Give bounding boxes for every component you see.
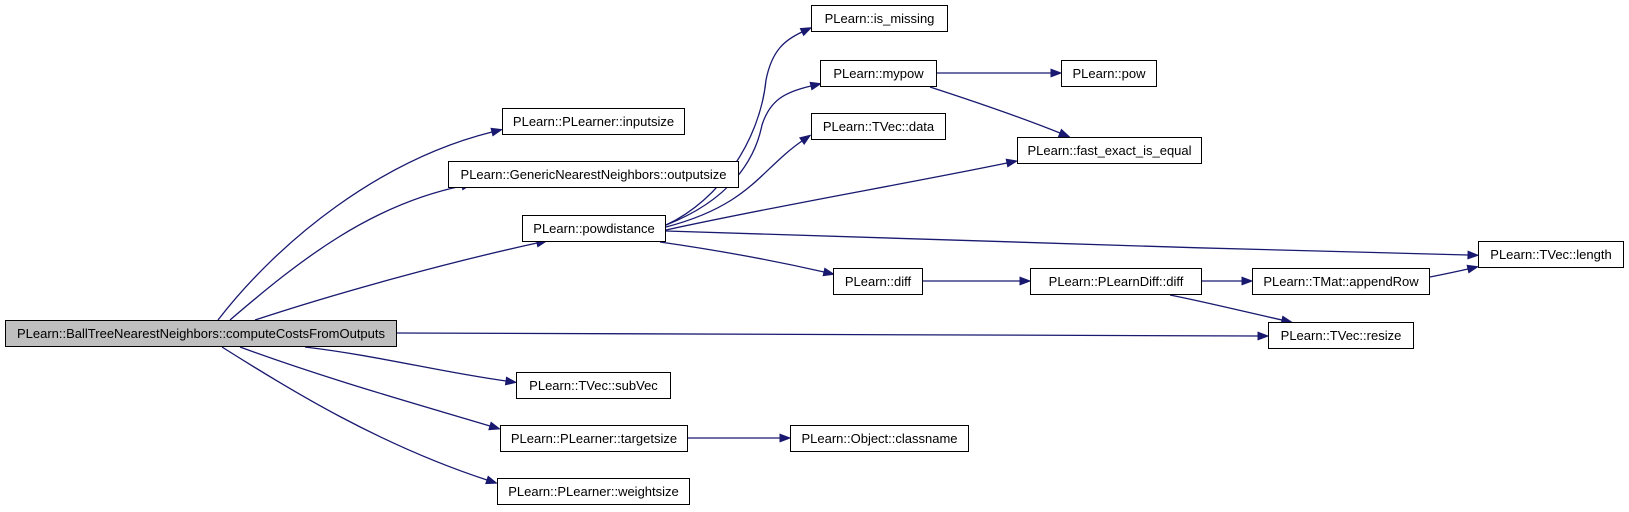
node-inputsize[interactable]: PLearn::PLearner::inputsize <box>502 108 685 135</box>
edge-root-to-powdistance <box>254 242 538 321</box>
arrowhead-diff-to-plearndiff <box>1019 276 1032 286</box>
node-object-classname[interactable]: PLearn::Object::classname <box>790 425 969 452</box>
edge-root-to-weightsize <box>221 346 488 481</box>
arrowhead-targetsize-to-classname <box>779 433 792 443</box>
node-tvec-resize[interactable]: PLearn::TVec::resize <box>1268 322 1414 349</box>
node-subvec[interactable]: PLearn::TVec::subVec <box>516 372 671 399</box>
node-tvec-data[interactable]: PLearn::TVec::data <box>811 113 946 140</box>
edge-powdistance-to-is_missing <box>665 31 803 226</box>
node-targetsize[interactable]: PLearn::PLearner::targetsize <box>500 425 688 452</box>
arrowhead-root-to-targetsize <box>488 421 501 431</box>
edge-plearndiff-to-resize <box>1169 294 1283 321</box>
edge-powdistance-to-mypow <box>665 85 812 226</box>
node-plearndiff-diff[interactable]: PLearn::PLearnDiff::diff <box>1030 268 1202 295</box>
arrowhead-root-to-resize <box>1257 331 1270 341</box>
edge-powdistance-to-diff <box>659 241 825 273</box>
node-powdistance[interactable]: PLearn::powdistance <box>522 215 666 242</box>
edge-powdistance-to-length <box>665 230 1469 256</box>
edge-mypow-to-fast_exact <box>929 86 1061 134</box>
edge-appendrow-to-length <box>1429 268 1469 278</box>
arrowhead-powdistance-to-length <box>1467 250 1480 260</box>
edge-root-to-resize <box>396 332 1259 337</box>
arrowhead-root-to-weightsize <box>485 475 498 485</box>
edge-root-to-outputsize <box>229 185 463 321</box>
node-pow[interactable]: PLearn::pow <box>1061 60 1157 87</box>
node-weightsize[interactable]: PLearn::PLearner::weightsize <box>497 478 690 505</box>
arrowhead-powdistance-to-is_missing <box>799 27 813 37</box>
arrowhead-powdistance-to-mypow <box>809 81 823 91</box>
arrowhead-root-to-inputsize <box>490 127 504 137</box>
arrowhead-root-to-subvec <box>504 376 518 386</box>
node-fast-exact-is-equal[interactable]: PLearn::fast_exact_is_equal <box>1017 137 1202 164</box>
node-root[interactable]: PLearn::BallTreeNearestNeighbors::comput… <box>5 320 397 347</box>
edge-root-to-targetsize <box>239 346 491 427</box>
arrowhead-mypow-to-fast_exact <box>1057 128 1071 138</box>
node-tvec-length[interactable]: PLearn::TVec::length <box>1478 241 1624 268</box>
arrowhead-powdistance-to-tvec_data <box>799 134 812 146</box>
arrowhead-plearndiff-to-appendrow <box>1241 276 1254 286</box>
node-is-missing[interactable]: PLearn::is_missing <box>811 5 948 32</box>
arrowhead-powdistance-to-fast_exact <box>1005 158 1019 168</box>
arrowhead-powdistance-to-diff <box>822 267 836 277</box>
node-diff[interactable]: PLearn::diff <box>833 268 923 295</box>
edge-root-to-subvec <box>304 346 507 382</box>
edge-powdistance-to-tvec_data <box>665 140 803 228</box>
edge-powdistance-to-fast_exact <box>665 162 1008 231</box>
node-tmat-appendrow[interactable]: PLearn::TMat::appendRow <box>1252 268 1430 295</box>
arrowhead-mypow-to-pow <box>1050 68 1063 78</box>
node-outputsize[interactable]: PLearn::GenericNearestNeighbors::outputs… <box>448 161 739 188</box>
arrowhead-appendrow-to-length <box>1466 264 1480 274</box>
node-mypow[interactable]: PLearn::mypow <box>820 60 937 87</box>
edge-root-to-inputsize <box>217 131 493 321</box>
